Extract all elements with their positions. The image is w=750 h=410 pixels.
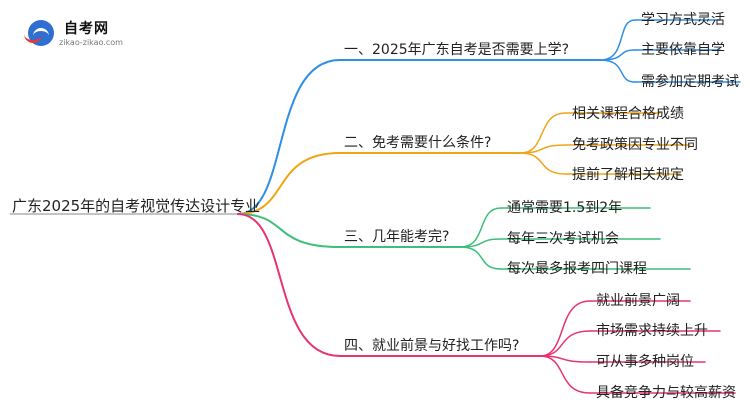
branch-2-child-3: 提前了解相关规定 xyxy=(572,167,684,183)
branch-2-child-2: 免考政策因专业不同 xyxy=(572,137,698,153)
branch-4-child-2: 市场需求持续上升 xyxy=(596,323,708,339)
branch-1-child-3-connector xyxy=(599,59,636,83)
site-logo: 自考网 zikao-zikao.com xyxy=(24,18,138,54)
root-node: 广东2025年的自考视觉传达设计专业 xyxy=(12,197,261,215)
branch-1-label: 一、2025年广东自考是否需要上学? xyxy=(344,42,570,58)
branch-1-connector xyxy=(237,59,341,215)
branch-4-child-4: 具备竞争力与较高薪资 xyxy=(596,385,736,401)
branch-4-child-1-connector xyxy=(539,300,591,357)
branch-1-child-2: 主要依靠自学 xyxy=(641,42,725,58)
branch-3-connector xyxy=(237,213,341,248)
logo-name: 自考网 xyxy=(64,21,109,37)
branch-1-child-1: 学习方式灵活 xyxy=(641,12,725,28)
branch-4-connector xyxy=(237,213,341,357)
branch-1-child-2-connector xyxy=(599,49,636,61)
branch-4-child-3: 可从事多种岗位 xyxy=(596,354,694,370)
branch-1-child-1-connector xyxy=(599,19,636,61)
branch-4-label: 四、就业前景与好找工作吗? xyxy=(344,338,520,354)
branch-3-child-2: 每年三次考试机会 xyxy=(507,231,619,247)
branch-1-child-3: 需参加定期考试 xyxy=(641,74,739,90)
branch-2-child-1: 相关课程合格成绩 xyxy=(572,106,684,122)
logo-url: zikao-zikao.com xyxy=(59,38,123,47)
branch-2-child-1-connector xyxy=(519,112,567,154)
branch-3-child-1: 通常需要1.5到2年 xyxy=(507,200,623,216)
branch-2-connector xyxy=(237,152,341,215)
branch-3-child-1-connector xyxy=(459,207,502,248)
graduation-cap-icon xyxy=(24,20,54,46)
branch-3-label: 三、几年能考完? xyxy=(344,229,450,245)
branch-3-child-3-connector xyxy=(459,246,502,270)
branch-4-child-1: 就业前景广阔 xyxy=(596,293,680,309)
branch-4-child-2-connector xyxy=(539,330,591,357)
branch-3-child-3: 每次最多报考四门课程 xyxy=(507,261,647,277)
branch-2-child-3-connector xyxy=(519,152,567,175)
branch-2-label: 二、免考需要什么条件? xyxy=(344,135,492,151)
branch-4-child-4-connector xyxy=(539,355,591,394)
